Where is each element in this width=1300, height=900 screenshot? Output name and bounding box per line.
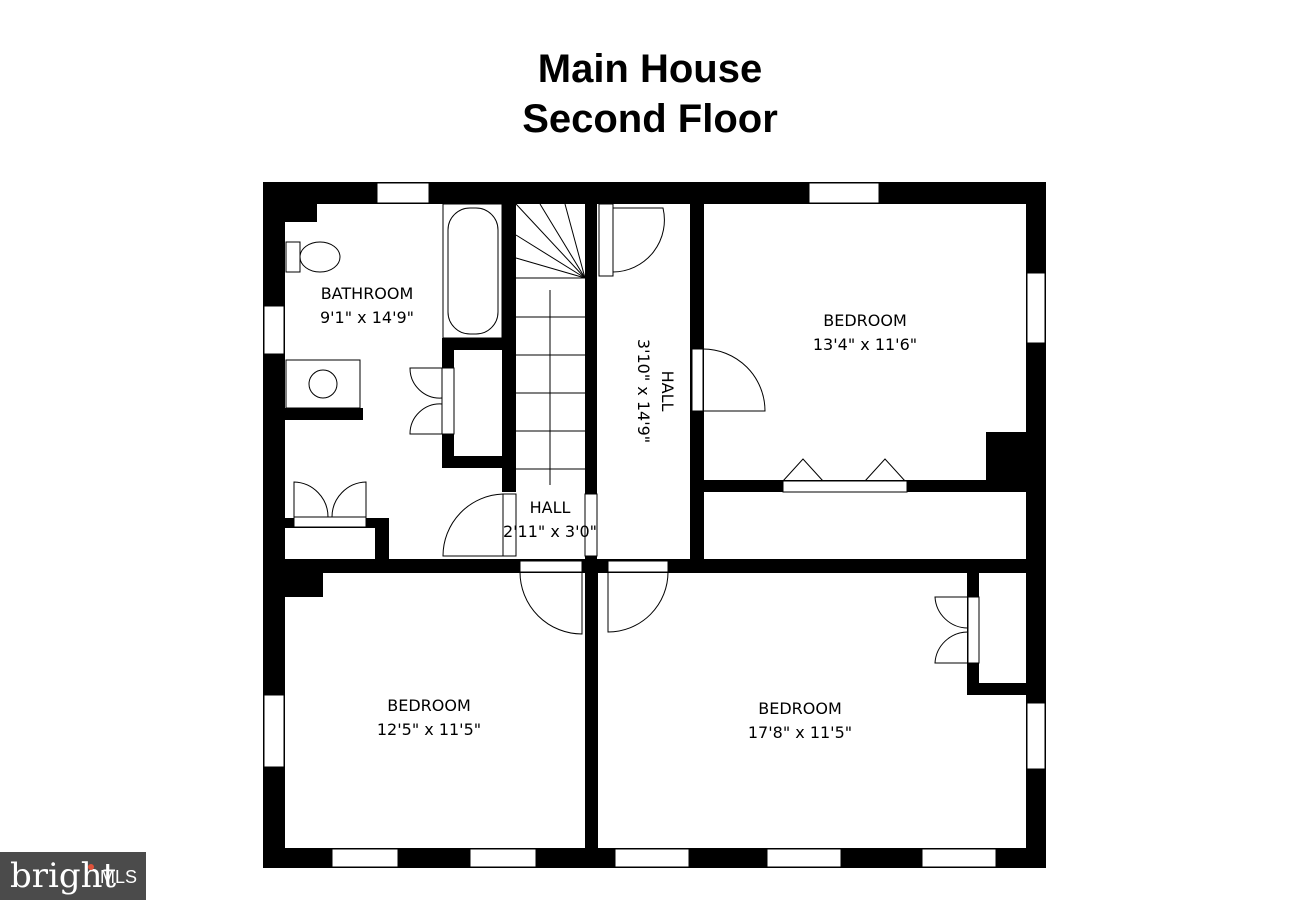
room-labels: BATHROOM 9'1" x 14'9" HALL 2'11" x 3'0" … [320, 284, 917, 742]
wall-stair-right [585, 204, 597, 559]
room-hall-small-name: HALL [530, 498, 571, 517]
door-bedroom-sw-leaf [519, 560, 583, 573]
door-bath-swing [442, 493, 504, 557]
wall-bath-closet-bottom [442, 456, 516, 468]
room-bedroom-sw-dims: 12'5" x 11'5" [377, 720, 481, 739]
window-bottom-4 [766, 848, 842, 868]
wall-se-closet-bottom [967, 683, 1026, 695]
staircase [515, 203, 586, 485]
wall-bath-closet-top [442, 338, 516, 350]
wall-right [1026, 182, 1046, 868]
vanity [285, 359, 361, 409]
door-ne-closet [782, 480, 908, 493]
door-linen-closet-swing [409, 367, 443, 435]
room-hall-long-name: HALL [658, 371, 677, 412]
door-se-closet [967, 596, 980, 664]
bathtub-basin [447, 207, 499, 335]
window-bottom-2 [469, 848, 537, 868]
doors [293, 203, 980, 664]
door-linen-closet [441, 367, 455, 435]
fixtures [285, 203, 586, 485]
plan-title-line2: Second Floor [522, 97, 778, 141]
wall-south-divider [585, 573, 598, 848]
door-bedroom-se-leaf [607, 560, 669, 573]
wall-bath-closet2 [375, 518, 389, 559]
toilet-tank [285, 241, 301, 273]
room-bedroom-ne-name: BEDROOM [823, 311, 907, 330]
sink-bowl [308, 369, 338, 399]
badge-dot-icon [88, 864, 94, 870]
badge-suffix: MLS [100, 867, 138, 887]
window-bottom-5 [921, 848, 997, 868]
door-small-hall-right [584, 493, 598, 557]
wall-vanity [285, 408, 363, 420]
wall-notch-nw [285, 204, 317, 222]
room-bathroom-dims: 9'1" x 14'9" [320, 308, 414, 327]
door-bath-lower-closet-swing [293, 481, 367, 518]
room-bedroom-sw-name: BEDROOM [387, 696, 471, 715]
bright-mls-badge: bright MLS [0, 852, 146, 900]
room-hall-small-dims: 2'11" x 3'0" [503, 522, 597, 541]
room-bedroom-se-name: BEDROOM [758, 699, 842, 718]
window-bottom-1 [331, 848, 399, 868]
badge-brand: bright [10, 856, 117, 896]
window-left-1 [263, 305, 285, 355]
plan-title-line1: Main House [537, 47, 763, 91]
door-bedroom-se-swing [607, 571, 669, 633]
window-top-2 [808, 182, 880, 204]
room-bedroom-ne-dims: 13'4" x 11'6" [813, 335, 917, 354]
room-bedroom-se-dims: 17'8" x 11'5" [748, 723, 852, 742]
door-ne-closet-swing [782, 458, 906, 482]
door-bedroom-sw-swing [519, 571, 583, 635]
wall-notch-sw [285, 573, 323, 597]
window-left-2 [263, 694, 285, 768]
door-se-closet-swing [934, 596, 969, 664]
door-bath-lower-closet [293, 516, 367, 528]
window-right-2 [1026, 702, 1046, 770]
room-hall-long-dims: 3'10" x 14'9" [634, 339, 653, 443]
door-bath-leaf [502, 493, 517, 557]
bathtub [442, 203, 503, 339]
wall-corner-ne [986, 432, 1026, 492]
door-hall-top-swing [612, 207, 665, 273]
window-bottom-3 [614, 848, 690, 868]
window-right-1 [1026, 272, 1046, 344]
door-bedroom-ne-leaf [691, 348, 704, 412]
door-hall-top-leaf [598, 203, 614, 277]
room-bathroom-name: BATHROOM [321, 284, 414, 303]
toilet-bowl [299, 241, 341, 273]
door-bedroom-ne-swing [702, 348, 766, 412]
windows [263, 182, 1046, 868]
window-top-1 [376, 182, 430, 204]
